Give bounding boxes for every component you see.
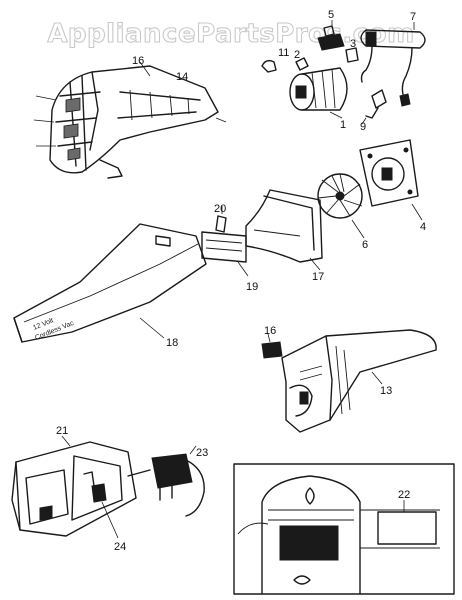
callout-24: 24: [114, 541, 126, 553]
callout-7: 7: [410, 11, 416, 23]
callout-18: 18: [166, 337, 178, 349]
callout-22: 22: [398, 489, 410, 501]
part-1-motor[interactable]: [289, 67, 348, 119]
part-6-fan[interactable]: [317, 173, 365, 239]
callout-19: 19: [246, 281, 258, 293]
callout-17: 17: [312, 271, 324, 283]
callout-20: 20: [214, 203, 226, 215]
callout-6: 6: [362, 239, 368, 251]
callout-5: 5: [328, 9, 334, 21]
callout-21: 21: [56, 425, 68, 437]
part-16-switch-button[interactable]: [261, 333, 283, 359]
part-13-lower-housing[interactable]: [281, 329, 437, 433]
part-5-switch[interactable]: [317, 20, 345, 51]
inset-wall-mount-view: [233, 463, 455, 595]
callout-14: 14: [176, 71, 188, 83]
part-17-filter-housing[interactable]: [245, 189, 323, 271]
callout-16-lower: 16: [264, 325, 276, 337]
part-21-charging-base[interactable]: [11, 435, 137, 537]
watermark-text: AppliancePartsPros.com: [47, 19, 414, 49]
part-9-wire[interactable]: [361, 89, 387, 125]
callout-11: 11: [278, 47, 289, 59]
part-7-battery-pack[interactable]: [360, 22, 426, 107]
callout-2: 2: [294, 49, 300, 61]
part-4-motor-mount[interactable]: [359, 139, 423, 221]
callout-16-top: 16: [132, 55, 144, 67]
callout-13: 13: [380, 385, 392, 397]
part-23-ac-adapter[interactable]: [127, 445, 205, 517]
part-22-label[interactable]: [377, 500, 437, 545]
part-24-contacts[interactable]: [83, 471, 119, 539]
part-11-clip[interactable]: [261, 59, 277, 73]
part-20-tab[interactable]: [215, 206, 227, 233]
part-3-contact[interactable]: [345, 47, 359, 63]
part-2-terminal[interactable]: [295, 57, 309, 71]
callout-4: 4: [420, 221, 426, 233]
callout-3: 3: [350, 38, 356, 50]
part-18-dust-bowl[interactable]: [13, 223, 207, 343]
callout-9: 9: [360, 121, 366, 133]
part-14-upper-housing[interactable]: [33, 61, 227, 179]
callout-1: 1: [340, 119, 346, 131]
callout-23: 23: [196, 447, 208, 459]
part-19-filter[interactable]: [201, 231, 249, 277]
